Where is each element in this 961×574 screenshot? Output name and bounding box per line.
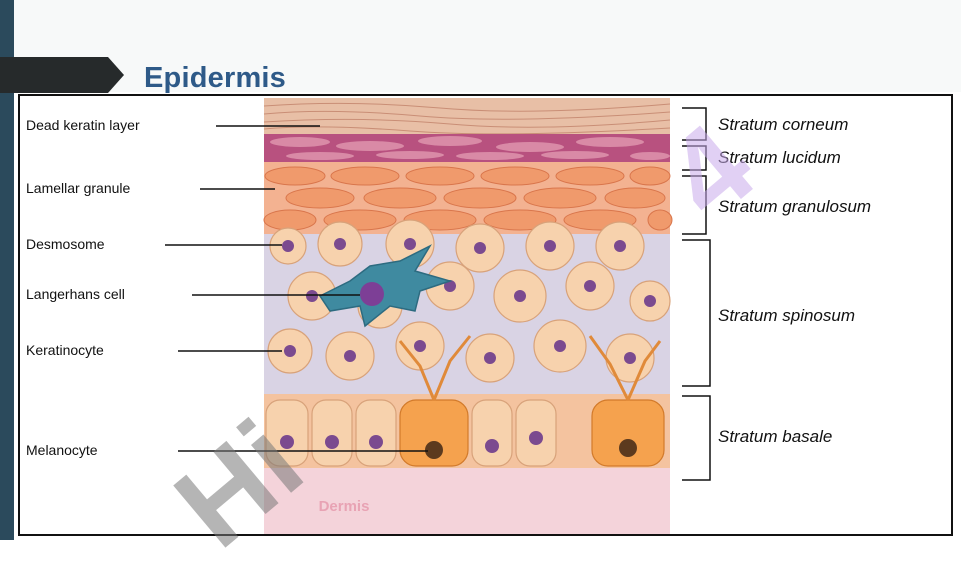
lucidum-cells: [270, 136, 670, 160]
layer-brackets: [682, 107, 711, 481]
epidermis-diagram: Dead keratin layer Lamellar granule Desm…: [18, 94, 953, 536]
header-band: [14, 0, 961, 92]
melanocyte-dendrites: [398, 335, 662, 401]
melanocyte-cells: [399, 399, 665, 467]
langerhans-nucleus: [360, 282, 384, 306]
diagram-illustration: [165, 98, 711, 534]
melanocyte-nuclei: [425, 439, 637, 459]
keratin-lines: [263, 102, 671, 135]
left-accent-bar: [0, 0, 14, 540]
basal-nuclei: [280, 431, 543, 453]
layer-stratum-lucidum: Stratum lucidum: [718, 148, 841, 167]
granular-cells: [263, 166, 673, 231]
basal-cells: [265, 399, 557, 467]
label-lamellar-granule: Lamellar granule: [26, 180, 131, 196]
layer-stratum-corneum: Stratum corneum: [718, 115, 849, 134]
layer-stratum-basale: Stratum basale: [718, 427, 833, 446]
spinous-nuclei: [282, 238, 656, 364]
label-dead-keratin-layer: Dead keratin layer: [26, 117, 140, 133]
layer-stratum-spinosum: Stratum spinosum: [718, 306, 855, 325]
title-arrow-shape: [0, 57, 124, 93]
langerhans-cell: [318, 244, 453, 328]
label-melanocyte: Melanocyte: [26, 442, 98, 458]
slide-title: Epidermis: [144, 62, 287, 94]
dermis-label: Dermis: [318, 498, 370, 515]
label-keratinocyte: Keratinocyte: [26, 342, 104, 358]
label-leader-lines: [165, 125, 428, 452]
label-desmosome: Desmosome: [26, 236, 105, 252]
dermis-region: [264, 468, 670, 534]
layer-stratum-granulosum: Stratum granulosum: [718, 197, 872, 216]
label-langerhans-cell: Langerhans cell: [26, 286, 125, 302]
